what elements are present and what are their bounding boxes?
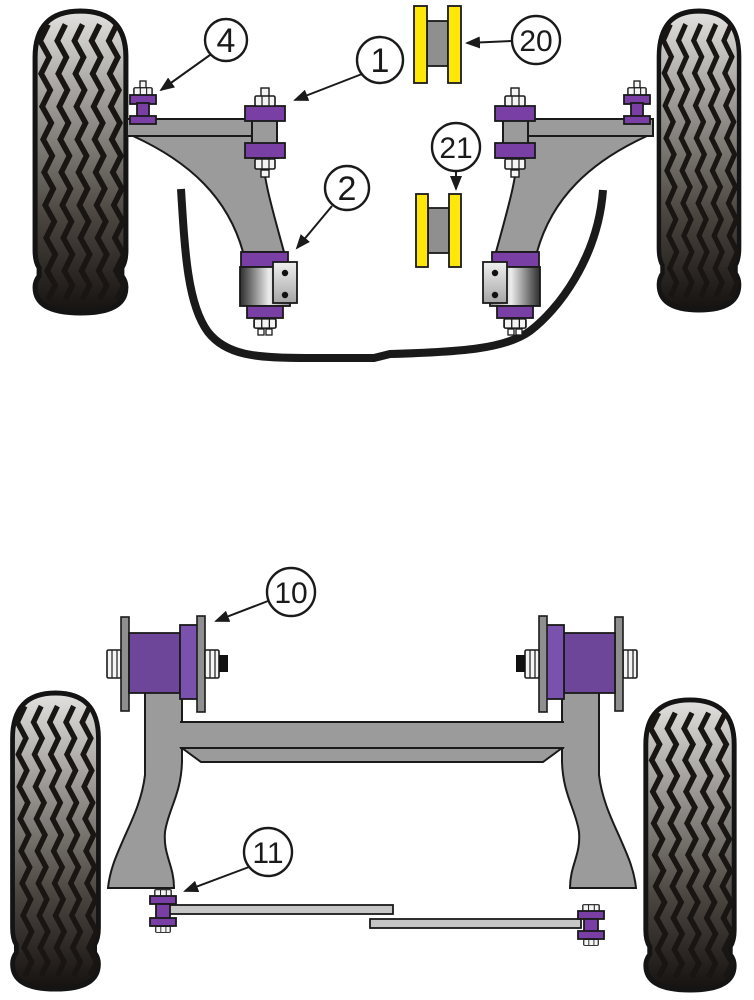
hex-nut-icon <box>204 649 220 679</box>
callout-20: 20 <box>465 14 562 66</box>
bolt-stud <box>510 169 520 178</box>
yellow-insert-part21 <box>415 193 462 268</box>
tie-bar-bushing-right <box>577 904 605 946</box>
mount-plate <box>196 615 206 713</box>
rear-bushing-bottom-cap <box>246 305 284 319</box>
anti-roll-bar <box>177 188 607 362</box>
subframe-view <box>13 615 735 990</box>
front-bushing-bottom-disc <box>244 142 286 159</box>
callout-10-number: 10 <box>274 577 307 610</box>
callout-10: 10 <box>214 566 317 622</box>
control-arm-right <box>482 80 654 336</box>
callout-4: 4 <box>159 17 249 92</box>
bolt-hole <box>281 269 289 277</box>
tie-bar-left <box>167 904 394 915</box>
bolt-hole <box>281 291 289 299</box>
control-arm-left <box>126 80 298 336</box>
callout-2: 2 <box>295 164 371 250</box>
hex-nut-icon <box>106 649 122 679</box>
hex-nut-icon <box>504 95 526 107</box>
callout-4-number: 4 <box>217 22 236 60</box>
tire-rear-left <box>13 693 99 989</box>
callout-21-number: 21 <box>439 132 472 165</box>
front-bushing-bottom-disc <box>494 142 536 159</box>
tie-bar-right <box>369 918 582 929</box>
callout-21: 21 <box>430 121 482 191</box>
bolt-tip <box>219 655 228 672</box>
front-bushing-top-disc <box>244 105 286 122</box>
front-suspension-view <box>35 5 739 362</box>
tie-bar-bushing-left-part11 <box>149 889 177 933</box>
subframe-mount-left-part10 <box>106 615 228 713</box>
yellow-insert-part20 <box>413 5 462 84</box>
mount-bushing-body <box>128 632 181 694</box>
tire-front-right <box>659 11 739 310</box>
rear-bushing-right <box>482 251 541 336</box>
subframe-leg-right <box>561 681 638 889</box>
outer-bushing-part4 <box>129 80 157 125</box>
outer-bushing-right <box>623 80 651 125</box>
callout-11: 11 <box>183 826 294 893</box>
hex-nut-icon <box>254 158 276 170</box>
subframe-mount-right <box>516 615 638 713</box>
mount-plate <box>120 616 130 712</box>
front-bushing-top-disc <box>494 105 536 122</box>
subframe-leg-left <box>106 681 183 889</box>
hex-nut-icon <box>253 318 277 329</box>
callout-1: 1 <box>293 35 405 101</box>
subframe-crossmember <box>170 721 574 763</box>
mount-bushing-cap <box>179 624 199 700</box>
crossmember-flange <box>178 747 566 763</box>
hex-nut-icon <box>504 158 526 170</box>
rear-bushing-part2 <box>239 251 298 336</box>
callout-20-number: 20 <box>519 25 552 58</box>
callout-11-number: 11 <box>252 837 283 870</box>
tire-rear-right <box>646 700 734 990</box>
bolt-stud <box>260 169 270 178</box>
tire-front-left <box>35 11 126 313</box>
callout-1-number: 1 <box>371 42 390 80</box>
callouts: 4 1 20 21 2 10 11 <box>159 14 562 893</box>
callout-2-number: 2 <box>338 170 357 208</box>
hex-nut-icon <box>254 95 276 107</box>
